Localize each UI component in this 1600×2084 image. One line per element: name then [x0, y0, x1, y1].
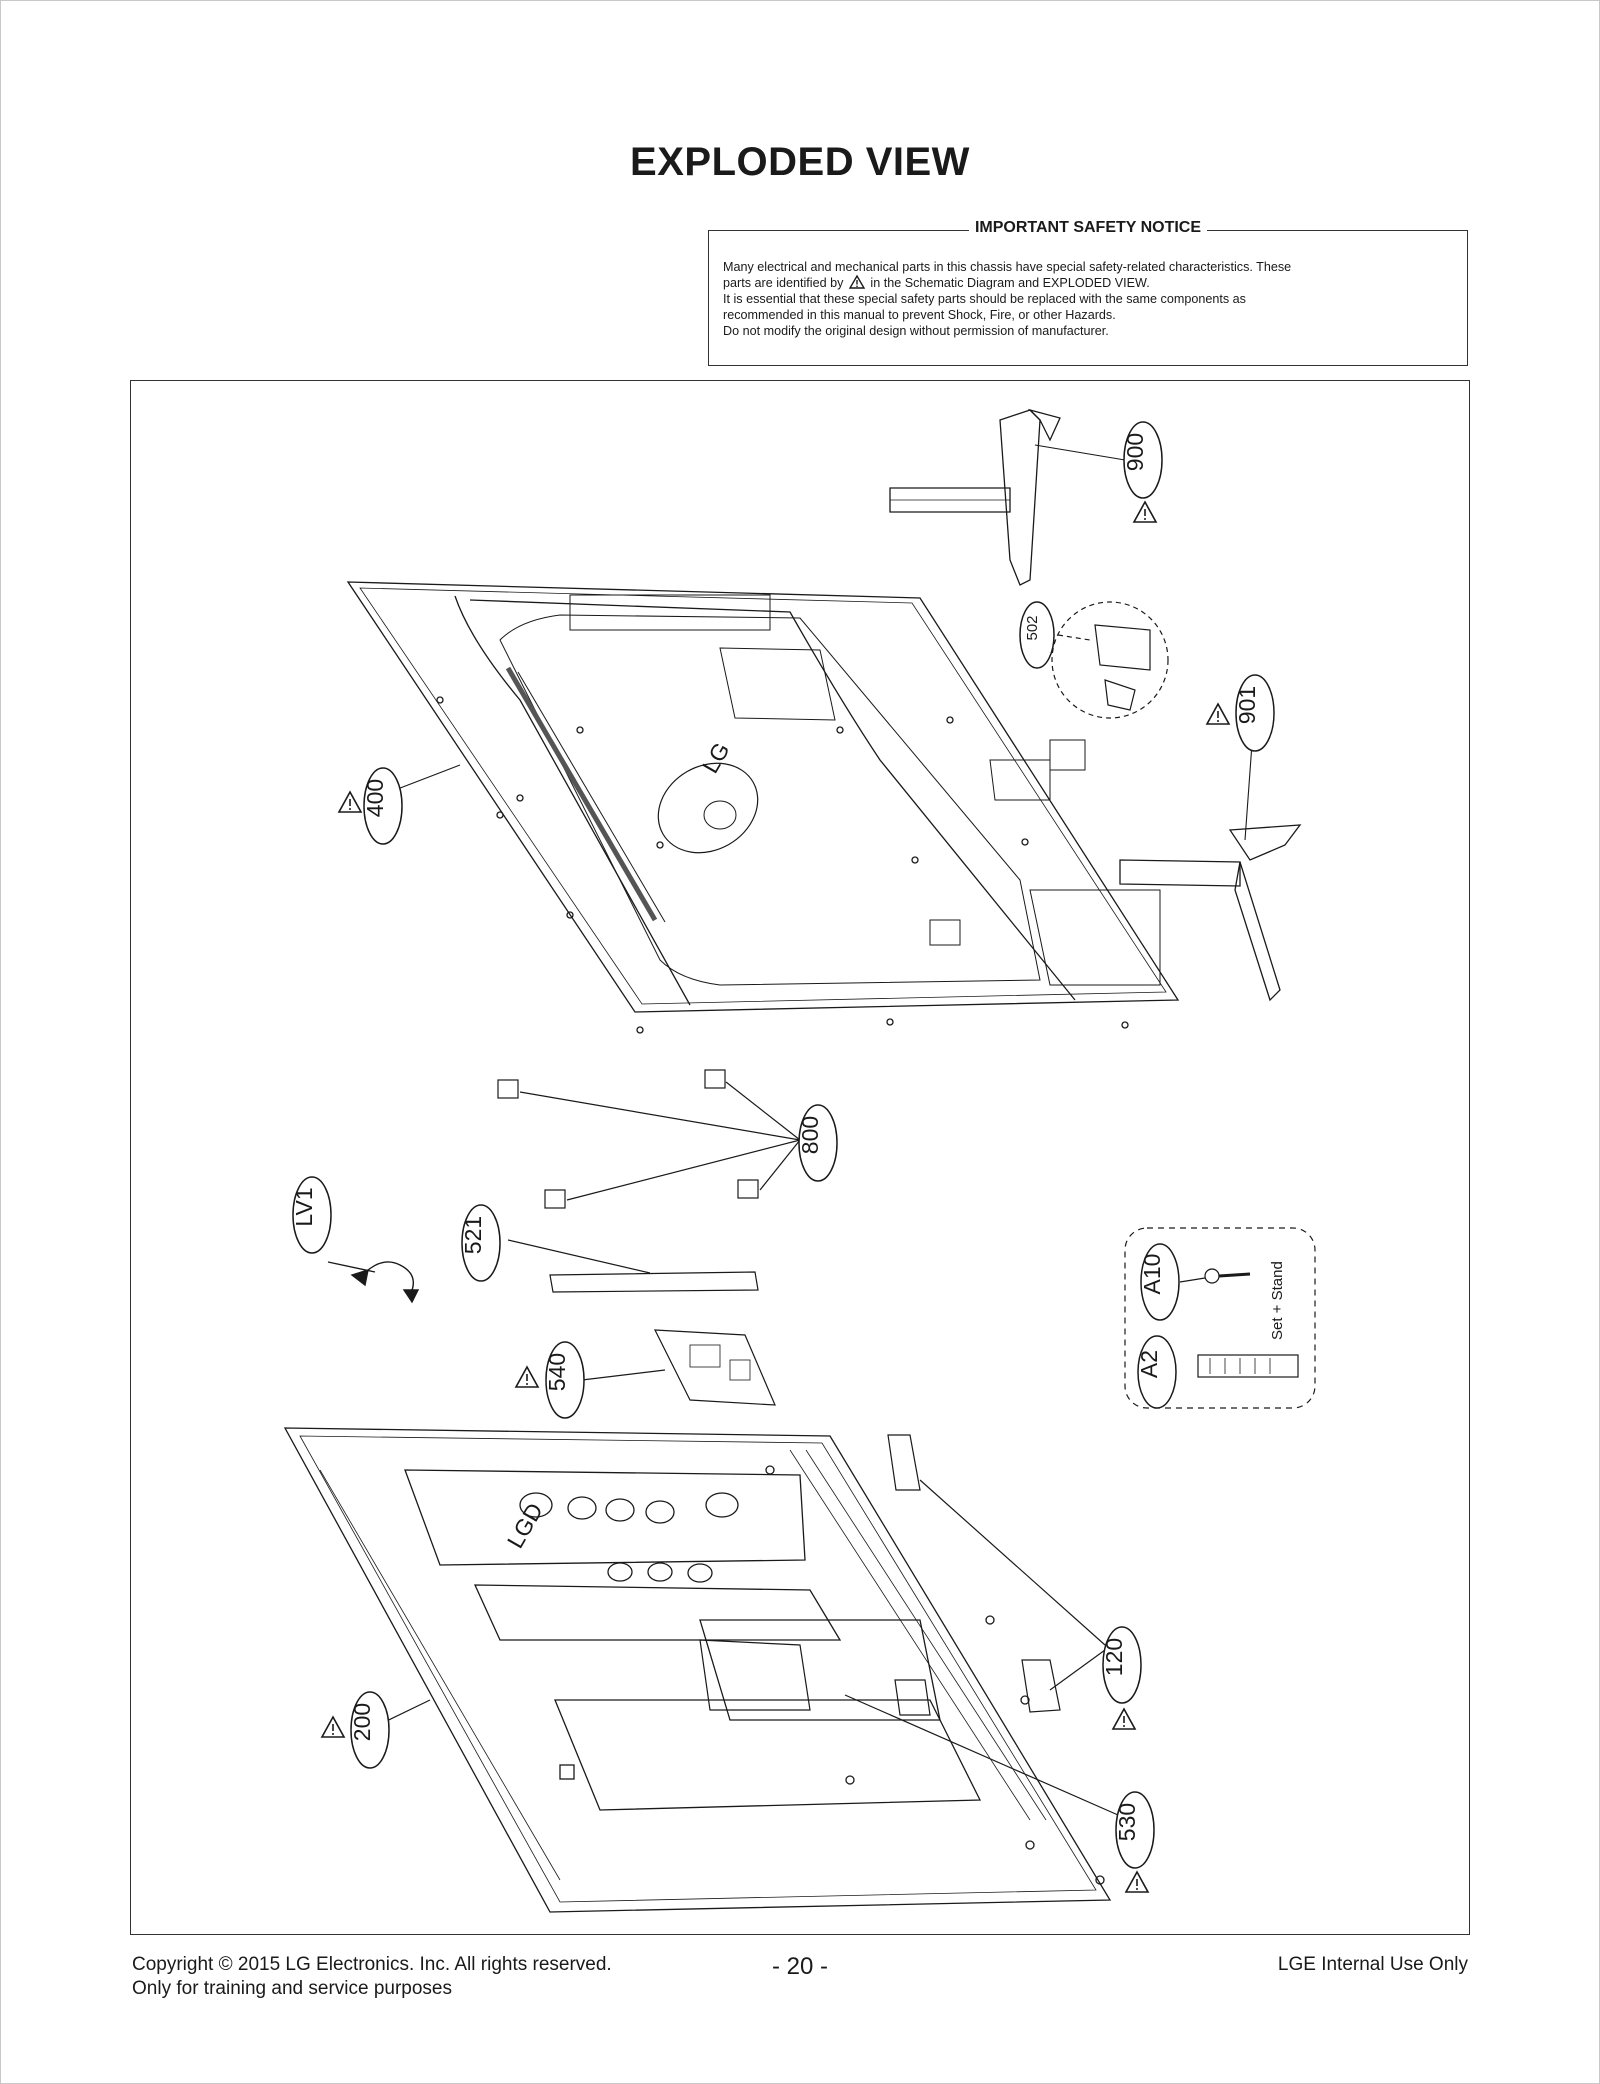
callout-a2: A2 [1136, 1335, 1177, 1409]
callout-502: 502 [1019, 601, 1055, 669]
svg-text:LV1: LV1 [291, 1187, 317, 1226]
warning-triangle-icon [1125, 1871, 1149, 1893]
remote-control-icon [1198, 1355, 1298, 1377]
lcd-module [283, 1427, 1112, 1913]
svg-text:521: 521 [460, 1216, 486, 1254]
diagram-frame [130, 380, 1470, 1935]
safety-notice-line: Do not modify the original design withou… [723, 324, 1109, 338]
main-board-540 [581, 1329, 776, 1406]
svg-text:800: 800 [797, 1116, 823, 1154]
bracket-502 [1051, 601, 1169, 719]
svg-text:200: 200 [349, 1703, 375, 1741]
warning-triangle-icon [515, 1366, 539, 1388]
safety-notice-body: Many electrical and mechanical parts in … [723, 259, 1453, 339]
classification-text: LGE Internal Use Only [1277, 1954, 1468, 1975]
svg-text:530: 530 [1114, 1803, 1140, 1841]
callout-a10: A10 [1139, 1243, 1180, 1321]
svg-text:A10: A10 [1139, 1254, 1165, 1295]
cable-lv1 [327, 1261, 420, 1304]
svg-text:540: 540 [544, 1353, 570, 1391]
safety-notice-box: IMPORTANT SAFETY NOTICE Many electrical … [708, 219, 1468, 366]
svg-text:901: 901 [1234, 686, 1260, 724]
accessory-box [1124, 1227, 1316, 1409]
stand-900 [889, 408, 1061, 586]
callout-901: 901 [1234, 674, 1275, 752]
page-number: - 20 - [771, 1953, 828, 1980]
footer-left: Copyright © 2015 LG Electronics. Inc. Al… [132, 1953, 612, 2001]
safety-notice-line: recommended in this manual to prevent Sh… [723, 308, 1116, 322]
leader-lines [394, 444, 1254, 841]
callout-530: 530 [1114, 1791, 1155, 1869]
callout-900: 900 [1122, 421, 1163, 499]
purpose-text: Only for training and service purposes [132, 1978, 452, 1999]
callout-lv1: LV1 [291, 1176, 332, 1254]
callout-400: 400 [362, 767, 403, 845]
warning-triangle-icon [1133, 501, 1157, 523]
panel-marking: LGD [502, 1499, 548, 1553]
callout-800: 800 [797, 1104, 838, 1182]
accessory-group-label: Set + Stand [1269, 1261, 1286, 1340]
callout-540: 540 [544, 1341, 585, 1419]
svg-text:502: 502 [1024, 615, 1041, 640]
page-title: EXPLODED VIEW [630, 140, 970, 184]
bar-521 [507, 1239, 759, 1293]
lg-logo-icon: LG [697, 738, 735, 778]
svg-text:900: 900 [1122, 433, 1148, 471]
warning-triangle-icon [1112, 1708, 1136, 1730]
svg-text:A2: A2 [1136, 1350, 1162, 1378]
safety-notice-line: parts are identified by in the Schematic… [723, 275, 1150, 290]
warning-triangle-icon [338, 791, 362, 813]
safety-notice-line: Many electrical and mechanical parts in … [723, 260, 1292, 274]
hooks-800 [497, 1069, 801, 1209]
callout-120: 120 [1101, 1626, 1142, 1704]
stand-901 [1119, 824, 1302, 1002]
svg-text:120: 120 [1101, 1638, 1127, 1676]
warning-triangle-icon [1206, 703, 1230, 725]
safety-notice-line: It is essential that these special safet… [723, 292, 1246, 306]
callout-200: 200 [349, 1691, 390, 1769]
copyright-text: Copyright © 2015 LG Electronics. Inc. Al… [132, 1954, 612, 1975]
warning-triangle-icon [321, 1716, 345, 1738]
svg-text:400: 400 [362, 779, 388, 817]
safety-notice-heading: IMPORTANT SAFETY NOTICE [968, 219, 1208, 236]
back-cover [346, 581, 1180, 1034]
callout-521: 521 [460, 1204, 501, 1282]
warning-triangle-icon [848, 275, 865, 289]
